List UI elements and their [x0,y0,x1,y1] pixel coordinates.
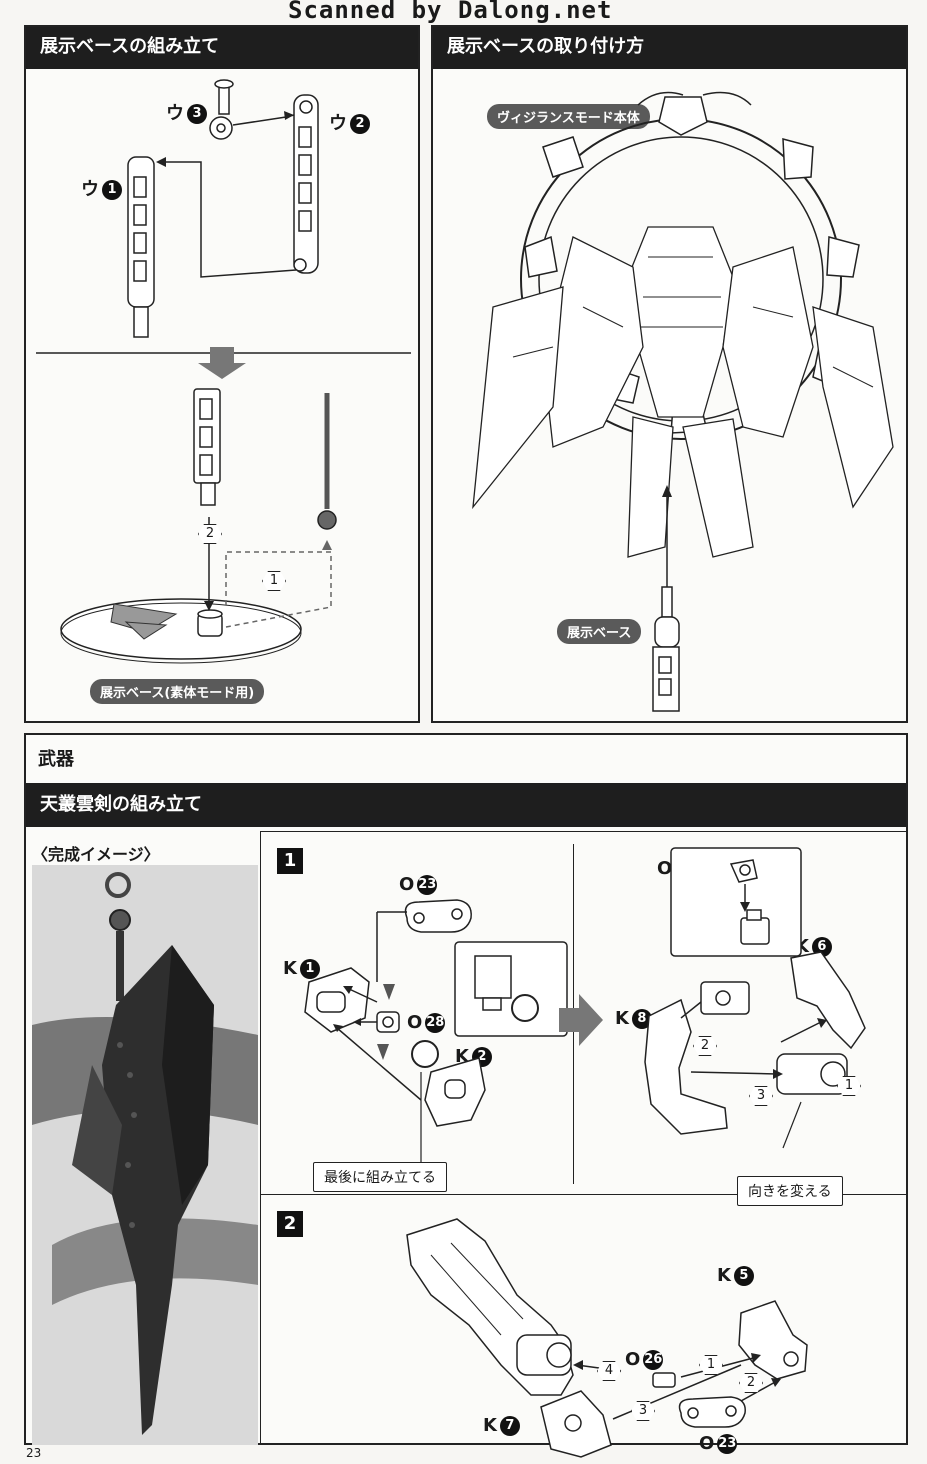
base-parts-illustration [36,79,411,664]
step2-arrow-3: 3 [631,1401,655,1421]
base-label-pill-mount: 展示ベース [557,619,642,644]
robot-mount-illustration [472,91,894,712]
note-assemble-last: 最後に組み立てる [313,1162,447,1192]
step2-arrow-1: 1 [699,1355,723,1375]
panel-base-mount: 展示ベースの取り付け方 ヴィジランスモード本体 [431,25,908,723]
step1-box: 1 O23 K1 O28 K2 O30 K3 K6 K8 [260,831,908,1206]
step2-arrow-2: 2 [739,1373,763,1393]
weapons-title: 武器 [38,749,74,770]
step1-arrow-1: 1 [837,1076,861,1096]
completed-sword-image [32,865,258,1445]
body-label-pill: ヴィジランスモード本体 [487,104,650,129]
watermark: Scanned by Dalong.net [288,0,613,24]
weapon-subtitle: 天叢雲剣の組み立て [26,783,906,827]
page-number: 23 [26,1446,42,1460]
completed-image-label: 〈完成イメージ〉 [32,845,160,864]
step-marker-1: 1 [262,571,286,591]
note-change-direction: 向きを変える [737,1176,843,1206]
panel-title-base-mount: 展示ベースの取り付け方 [433,27,906,69]
step-marker-2: 2 [198,524,222,544]
step2-arrow-4: 4 [597,1361,621,1381]
step-number-2: 2 [277,1211,303,1237]
step1-illustration [304,847,866,1164]
step2-illustration [406,1218,808,1458]
panel-title-base-assembly: 展示ベースの組み立て [26,27,418,69]
step-number-1: 1 [277,848,303,874]
step1-arrow-3: 3 [749,1086,773,1106]
base-label-pill: 展示ベース(素体モード用) [90,679,265,704]
step1-arrow-2: 2 [693,1036,717,1056]
